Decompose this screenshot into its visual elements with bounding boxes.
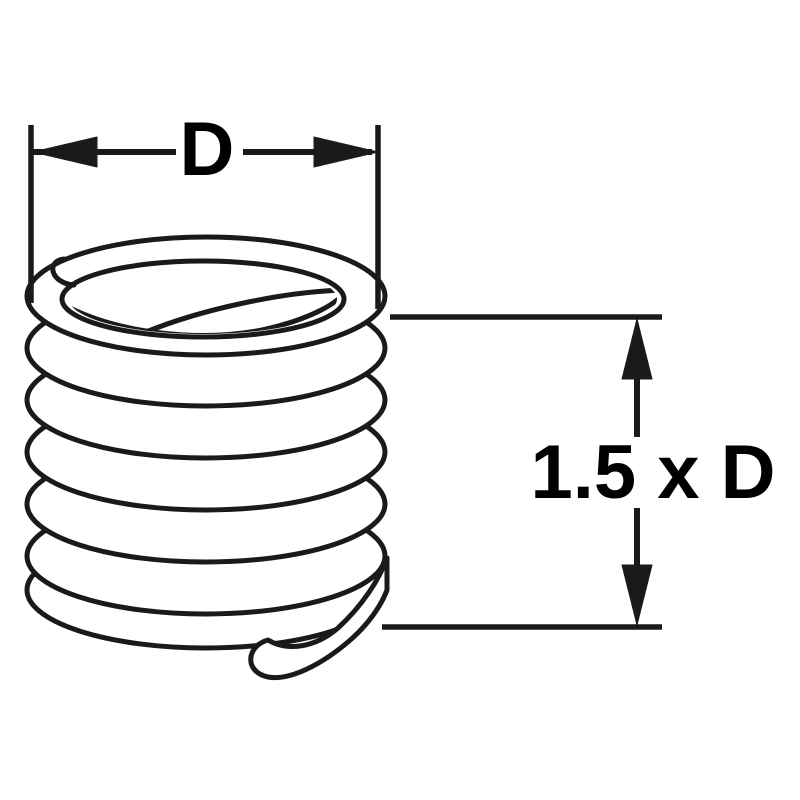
diameter-label: D	[180, 107, 235, 192]
arrow-right-icon	[313, 136, 379, 168]
coil-tang	[248, 555, 390, 681]
coil-opening-rim	[59, 258, 347, 340]
arrow-left-icon	[32, 136, 98, 168]
height-dimension: 1.5 x D	[382, 314, 776, 630]
arrow-up-icon	[621, 318, 653, 380]
height-label: 1.5 x D	[530, 430, 775, 515]
coil-wire-end-cap	[50, 256, 77, 288]
diameter-dimension: D	[28, 107, 381, 309]
arrow-down-icon	[621, 564, 653, 626]
inner-spiral-arc-2	[143, 287, 337, 334]
coil-illustration	[24, 234, 390, 681]
